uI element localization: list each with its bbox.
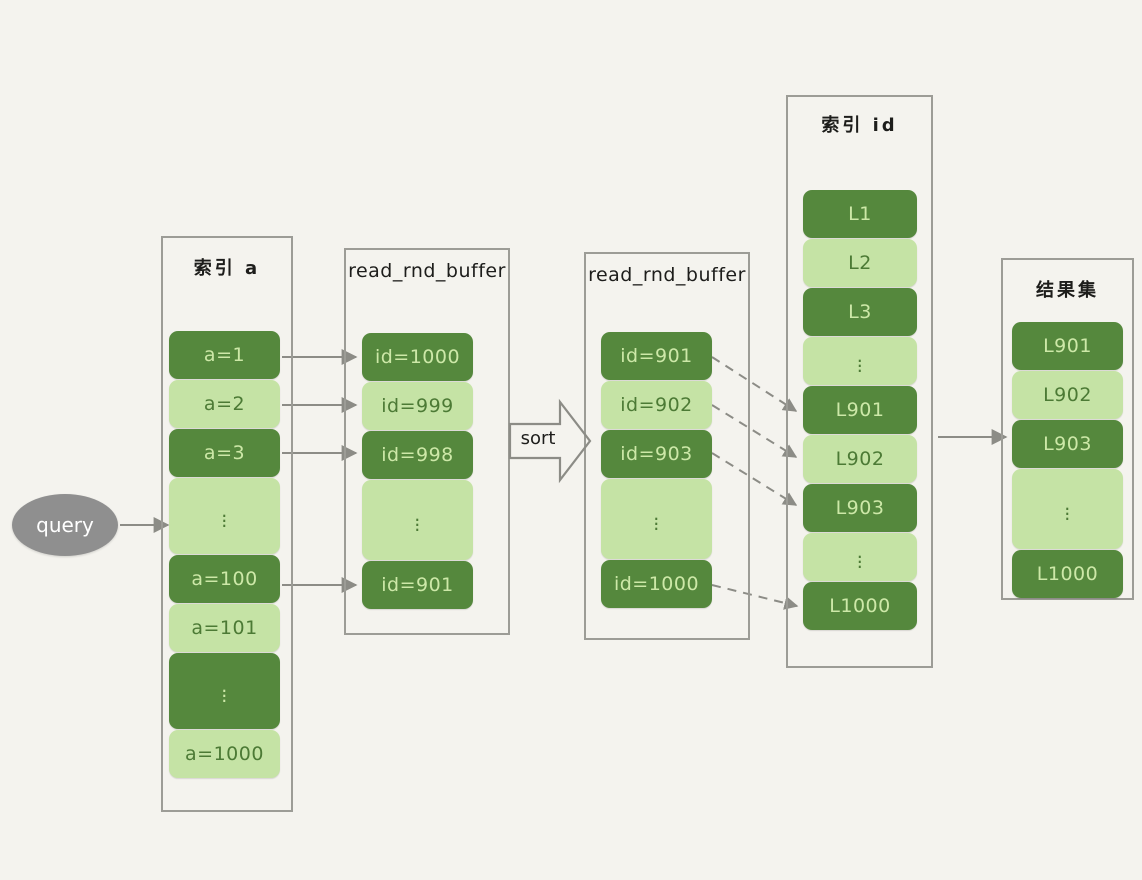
- cell-read-rnd-buffer-2-1: id=902: [601, 381, 712, 429]
- panel-index-id: 索引 id: [786, 95, 933, 668]
- cell-index-a-7: a=1000: [169, 730, 280, 778]
- cell-label: L902: [835, 448, 885, 470]
- cell-label: id=1000: [613, 573, 700, 595]
- sort-arrow-icon: [508, 398, 592, 484]
- cell-label: L2: [848, 252, 872, 274]
- cell-label: id=901: [381, 574, 454, 596]
- cell-label: a=2: [203, 393, 246, 415]
- ellipsis-icon: ...: [221, 674, 228, 707]
- cell-label: id=903: [620, 443, 693, 465]
- cell-index-id-4: L901: [803, 386, 917, 434]
- cell-label: L903: [1043, 433, 1092, 455]
- cell-label: a=1000: [185, 743, 264, 765]
- ellipsis-icon: ...: [1064, 492, 1071, 525]
- panel-title-read-rnd-buffer-2: read_rnd_buffer: [588, 264, 746, 286]
- cell-result-set-0: L901: [1012, 322, 1123, 370]
- query-node: query: [12, 494, 118, 556]
- cell-index-id-1: L2: [803, 239, 917, 287]
- panel-title-read-rnd-buffer-1: read_rnd_buffer: [348, 260, 506, 282]
- cell-label: L1: [848, 203, 872, 225]
- cell-read-rnd-buffer-1-1: id=999: [362, 382, 473, 430]
- ellipsis-icon: ...: [414, 503, 421, 536]
- cell-read-rnd-buffer-1-3: ...: [362, 480, 473, 560]
- cell-index-id-5: L902: [803, 435, 917, 483]
- cell-index-id-3: ...: [803, 337, 917, 385]
- cell-result-set-1: L902: [1012, 371, 1123, 419]
- cell-result-set-2: L903: [1012, 420, 1123, 468]
- cell-index-a-0: a=1: [169, 331, 280, 379]
- cell-label: id=999: [381, 395, 454, 417]
- cell-label: L1000: [1036, 563, 1099, 585]
- cell-read-rnd-buffer-2-2: id=903: [601, 430, 712, 478]
- cell-index-a-1: a=2: [169, 380, 280, 428]
- cell-label: id=1000: [374, 346, 461, 368]
- cell-label: id=998: [381, 444, 454, 466]
- cell-result-set-3: ...: [1012, 469, 1123, 549]
- cell-label: id=902: [620, 394, 693, 416]
- ellipsis-icon: ...: [653, 502, 660, 535]
- cell-label: L901: [835, 399, 885, 421]
- cell-read-rnd-buffer-2-0: id=901: [601, 332, 712, 380]
- cell-result-set-4: L1000: [1012, 550, 1123, 598]
- cell-label: a=101: [191, 617, 258, 639]
- cell-label: L901: [1043, 335, 1092, 357]
- ellipsis-icon: ...: [856, 344, 864, 377]
- sort-label: sort: [520, 428, 556, 449]
- query-label: query: [36, 513, 94, 537]
- cell-label: L1000: [829, 595, 891, 617]
- cell-read-rnd-buffer-1-0: id=1000: [362, 333, 473, 381]
- cell-label: a=3: [203, 442, 246, 464]
- cell-index-id-0: L1: [803, 190, 917, 238]
- cell-read-rnd-buffer-2-3: ...: [601, 479, 712, 559]
- cell-index-a-6: ...: [169, 653, 280, 729]
- cell-label: L902: [1043, 384, 1092, 406]
- cell-index-a-3: ...: [169, 478, 280, 554]
- cell-read-rnd-buffer-1-4: id=901: [362, 561, 473, 609]
- ellipsis-icon: ...: [856, 540, 864, 573]
- cell-label: a=100: [191, 568, 258, 590]
- cell-index-id-7: ...: [803, 533, 917, 581]
- cell-index-a-4: a=100: [169, 555, 280, 603]
- cell-label: L3: [848, 301, 872, 323]
- cell-read-rnd-buffer-1-2: id=998: [362, 431, 473, 479]
- ellipsis-icon: ...: [221, 499, 228, 532]
- cell-label: L903: [835, 497, 885, 519]
- cell-label: id=901: [620, 345, 693, 367]
- panel-title-result-set: 结果集: [1036, 280, 1099, 301]
- cell-index-id-2: L3: [803, 288, 917, 336]
- cell-label: a=1: [203, 344, 246, 366]
- panel-title-index-a: 索引 a: [193, 258, 261, 279]
- cell-index-a-5: a=101: [169, 604, 280, 652]
- cell-index-id-8: L1000: [803, 582, 917, 630]
- cell-index-id-6: L903: [803, 484, 917, 532]
- cell-read-rnd-buffer-2-4: id=1000: [601, 560, 712, 608]
- panel-title-index-id: 索引 id: [821, 115, 898, 136]
- cell-index-a-2: a=3: [169, 429, 280, 477]
